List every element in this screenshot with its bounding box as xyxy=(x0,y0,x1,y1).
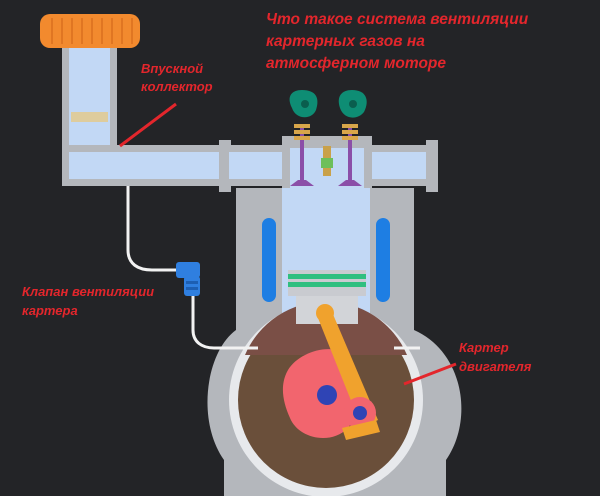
coolant-jacket-right xyxy=(376,218,390,302)
rod-cap xyxy=(342,420,380,440)
intake-camshaft-axis xyxy=(301,100,309,108)
title-line: картерных газов на xyxy=(266,33,425,50)
diagram-title: Что такое система вентиляции картерных г… xyxy=(266,9,528,75)
intake-manifold-air xyxy=(69,152,239,179)
label-line: коллектор xyxy=(141,79,213,94)
spark-plug-insulator xyxy=(321,158,333,168)
label-line: двигателя xyxy=(459,359,532,374)
cap-ridges xyxy=(51,18,133,44)
intake-runner-air xyxy=(229,152,291,179)
label-line: Картер xyxy=(459,340,509,355)
coolant-jacket-left xyxy=(262,218,276,302)
intake-valve-spring xyxy=(294,124,310,140)
label-line: картера xyxy=(22,303,78,318)
pcv-hose-lower xyxy=(191,296,258,350)
title-line: атмосферном моторе xyxy=(266,55,447,72)
crank-main-journal xyxy=(317,385,337,405)
exhaust-valve-spring xyxy=(342,124,358,140)
pcv-valve xyxy=(176,262,200,296)
intake-flange xyxy=(219,140,231,192)
exhaust-valve-head xyxy=(338,180,362,186)
label-line: Клапан вентиляции xyxy=(22,284,155,299)
pcv-valve-label: Клапан вентиляции картера xyxy=(22,282,154,320)
title-line: Что такое система вентиляции xyxy=(266,11,529,28)
exhaust-camshaft-axis xyxy=(349,100,357,108)
crankcase-pointer-line xyxy=(403,362,457,386)
pcv-hose-upper xyxy=(126,186,182,272)
piston-ring-1 xyxy=(288,274,366,279)
intake-manifold-label: Впускной коллектор xyxy=(141,60,213,96)
intake-pointer-line xyxy=(119,102,177,148)
crank-pin xyxy=(353,406,367,420)
filler-tube-mesh xyxy=(71,112,108,122)
piston-ring-2 xyxy=(288,282,366,287)
label-line: Впускной xyxy=(141,61,204,76)
intake-valve-head xyxy=(290,180,314,186)
oil-filler-cap xyxy=(40,14,140,48)
crankcase-label: Картер двигателя xyxy=(459,338,531,376)
exhaust-flange xyxy=(426,140,438,192)
wrist-pin xyxy=(316,304,334,322)
